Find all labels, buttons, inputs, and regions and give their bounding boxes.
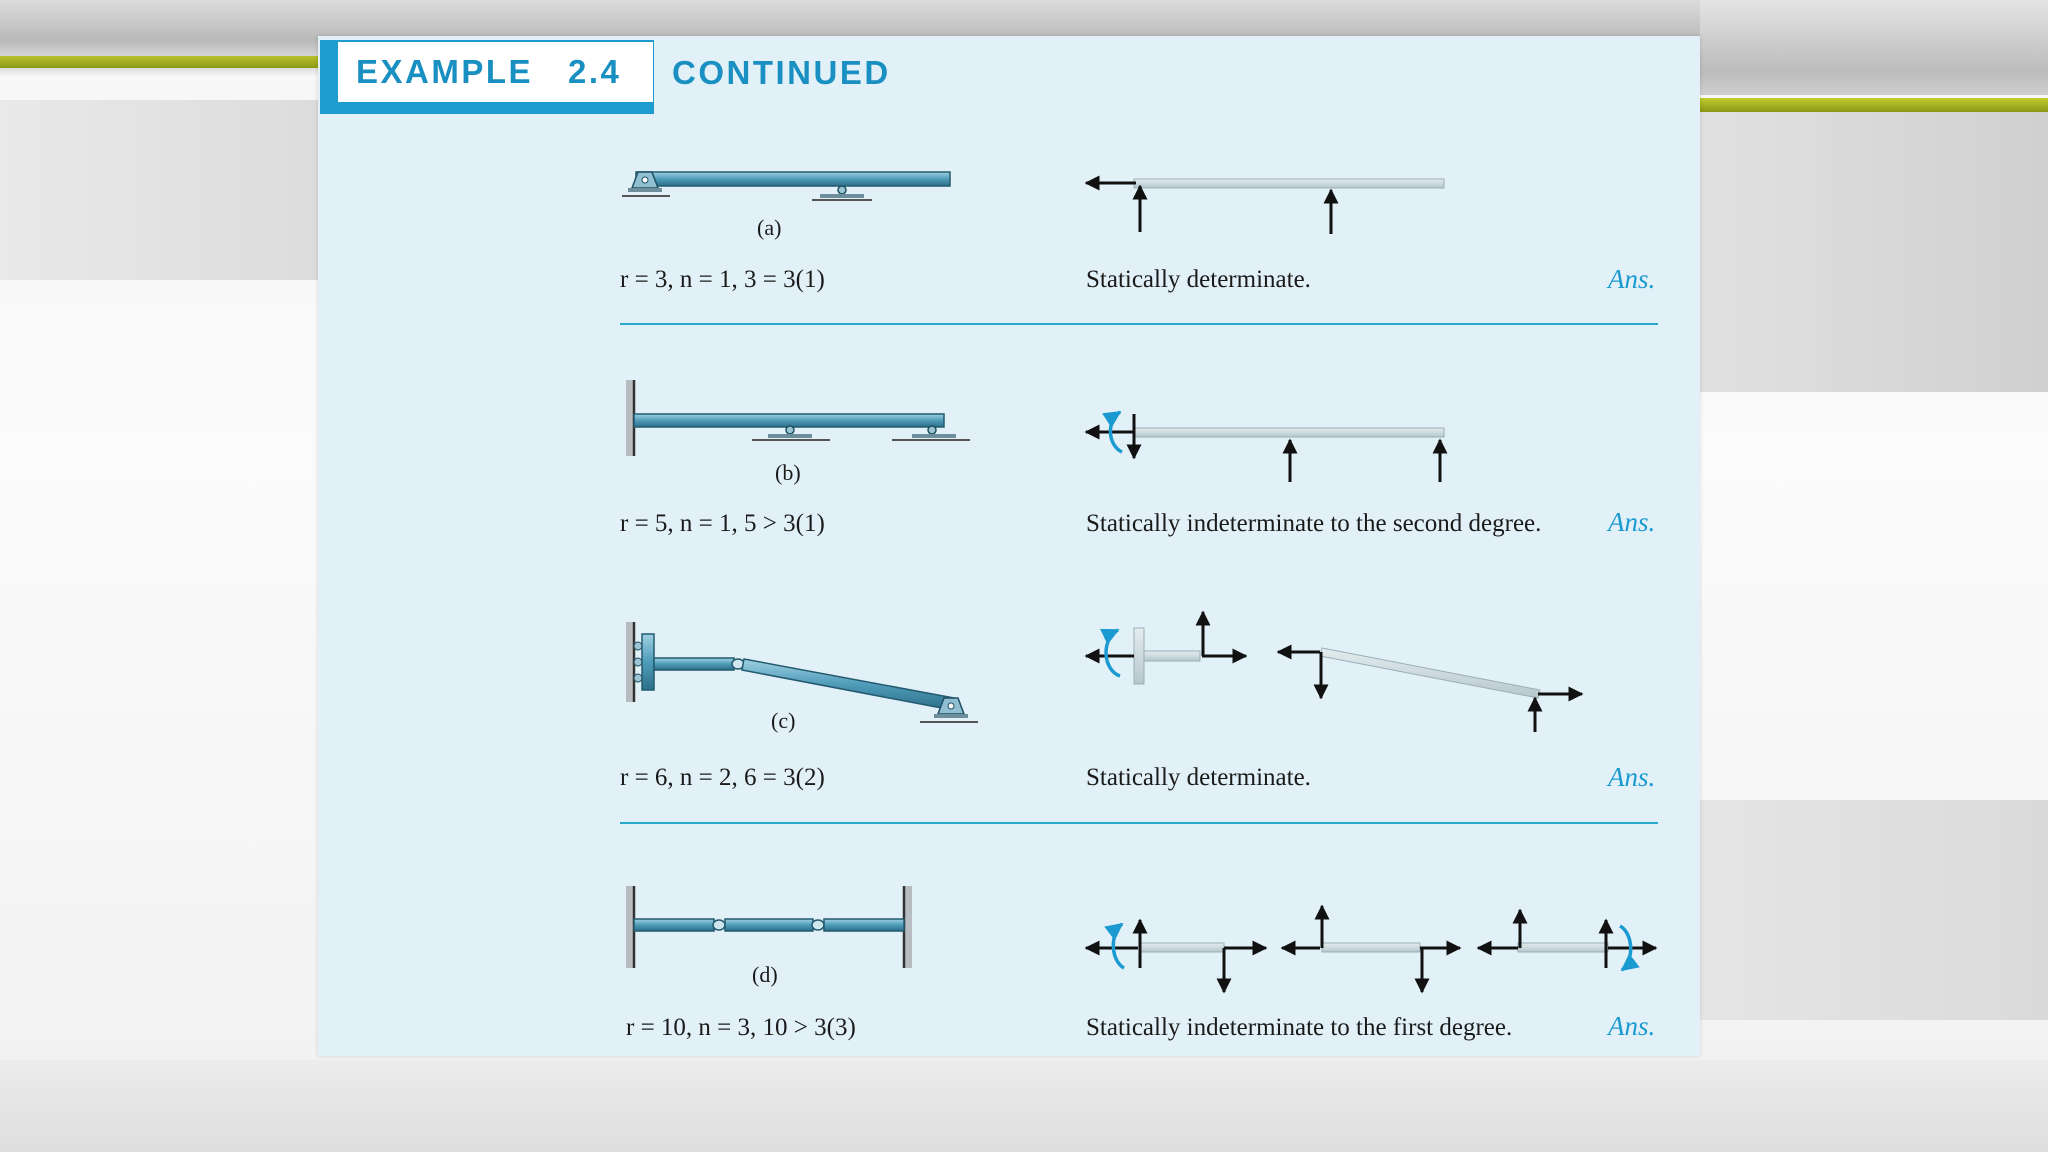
equation-c: r = 6, n = 2, 6 = 3(2): [620, 764, 825, 791]
fbd-c-right: [1276, 644, 1584, 732]
background-left-block: [0, 100, 318, 280]
fixed-support-icon: [626, 622, 655, 702]
frame-c-structure: [653, 657, 955, 711]
moment-arrow-icon: [1102, 410, 1123, 454]
fbd-d-2: [1280, 904, 1462, 994]
fbd-d-3: [1476, 908, 1658, 972]
example-title: EXAMPLE 2.4: [356, 53, 622, 90]
example-panel: [318, 36, 1700, 1056]
label-d: (d): [752, 962, 778, 987]
moment-arrow-icon: [1619, 924, 1640, 972]
fbd-b: [1084, 410, 1448, 482]
background-stripe-left-shade: [0, 68, 330, 76]
fbd-c-left: [1084, 610, 1248, 685]
pin-support-icon: [920, 697, 978, 723]
hinge-icon: [712, 919, 726, 931]
divider-1: [620, 323, 1658, 325]
result-d: Statically indeterminate to the first de…: [1086, 1014, 1513, 1041]
moment-arrow-icon: [1104, 922, 1125, 970]
roller-support-icon: [752, 425, 830, 441]
fixed-support-icon: [902, 886, 912, 968]
label-c: (c): [771, 708, 796, 733]
ans-d: Ans.: [1608, 1011, 1656, 1041]
hinge-icon: [811, 919, 825, 931]
example-title-box: EXAMPLE 2.4: [338, 42, 653, 102]
ans-a: Ans.: [1608, 264, 1656, 294]
equation-d: r = 10, n = 3, 10 > 3(3): [626, 1014, 856, 1041]
background-accent-stripe-left: [0, 56, 330, 68]
background-right-lower-block: [1700, 800, 2048, 1020]
background-right-block: [1700, 112, 2048, 392]
ans-c: Ans.: [1608, 762, 1656, 792]
roller-support-icon: [892, 425, 970, 441]
continued-label: CONTINUED: [672, 54, 891, 91]
fixed-support-icon: [626, 380, 636, 456]
equation-a: r = 3, n = 1, 3 = 3(1): [620, 266, 825, 293]
result-b: Statically indeterminate to the second d…: [1086, 510, 1542, 537]
background-right-band: [1700, 0, 2048, 95]
ans-b: Ans.: [1608, 507, 1656, 537]
label-b: (b): [775, 460, 801, 485]
fbd-a: [1084, 175, 1445, 234]
beam-b-structure: [633, 413, 945, 428]
roller-support-icon: [812, 185, 872, 201]
divider-2: [620, 822, 1658, 824]
background-bottom-band: [0, 1060, 2048, 1152]
equation-b: r = 5, n = 1, 5 > 3(1): [620, 510, 825, 537]
background-accent-stripe-right: [1700, 98, 2048, 112]
result-c: Statically determinate.: [1086, 764, 1311, 791]
beam-d-structure: [633, 918, 905, 932]
result-a: Statically determinate.: [1086, 266, 1311, 293]
label-a: (a): [757, 215, 782, 240]
fbd-d-1: [1084, 918, 1268, 994]
pin-support-icon: [622, 171, 670, 197]
moment-arrow-icon: [1100, 628, 1121, 678]
beam-a-structure: [635, 171, 951, 187]
fixed-support-icon: [626, 886, 636, 968]
